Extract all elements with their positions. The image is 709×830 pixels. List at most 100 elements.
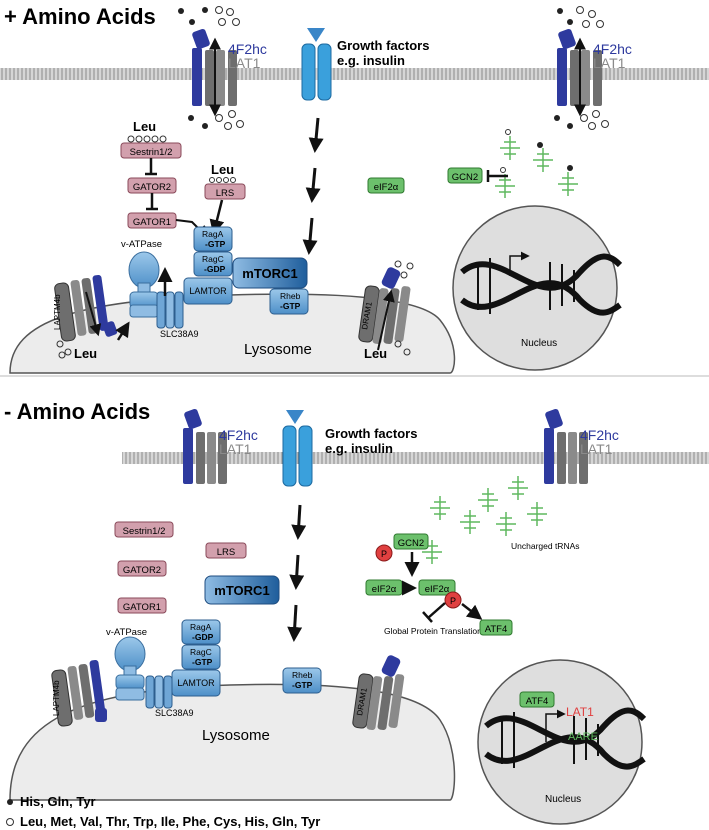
nucleus-label-top: Nucleus xyxy=(521,338,557,349)
mtorc1-box-bottom xyxy=(204,575,280,605)
atf4-box-bottom xyxy=(479,619,513,636)
light-chain-label-tr: LAT1 xyxy=(593,55,626,71)
leu-to-slc38a9-arrow xyxy=(115,321,130,341)
lamtor-box-top xyxy=(183,277,233,305)
atf4-label-nucleus: ATF4 xyxy=(526,696,549,707)
laptm4b-top xyxy=(54,274,118,342)
legend-open-dot xyxy=(6,818,14,826)
legend: His, Gln, Tyr Leu, Met, Val, Thr, Trp, I… xyxy=(6,794,320,829)
heavy-chain-label-tr: 4F2hc xyxy=(593,41,632,57)
heavy-chain-label-bl: 4F2hc xyxy=(219,427,258,443)
leu-dots-lrs xyxy=(209,177,236,183)
slc38a9-label-bottom: SLC38A9 xyxy=(155,708,194,718)
ragc-box-top xyxy=(193,251,233,277)
raga-state-bottom: -GDP xyxy=(192,632,214,642)
eif2a-label-bottom-right: eIF2α xyxy=(425,584,450,595)
lrs-box-bottom xyxy=(205,542,247,559)
gcn2-phospho-label: P xyxy=(381,549,387,559)
gator1-label-top: GATOR1 xyxy=(133,217,171,228)
atf4-box-nucleus xyxy=(519,691,555,708)
laptm4b-label-top: LAPTM4b xyxy=(53,294,62,330)
gator1-label-bottom: GATOR1 xyxy=(123,602,161,613)
light-chain-label-bl: LAT1 xyxy=(219,441,252,457)
gator2-label-top: GATOR2 xyxy=(133,182,171,193)
growth-factor-receptor-top xyxy=(301,28,332,101)
v-atpase-bottom xyxy=(114,636,146,701)
gator1-box-bottom xyxy=(117,597,167,614)
leu-dots-dram1 xyxy=(394,260,414,356)
raga-box-top xyxy=(193,226,233,252)
growth-factors-eg-label-bottom: e.g. insulin xyxy=(325,441,393,456)
v-atpase-label-top: v-ATPase xyxy=(121,239,162,250)
lrs-box-top xyxy=(204,183,246,200)
leu-label-sestrin: Leu xyxy=(133,119,156,134)
growth-signal-arrows-bottom xyxy=(287,504,307,642)
slc38a9-bottom xyxy=(145,675,173,709)
lrs-label-top: LRS xyxy=(216,188,234,199)
eif2a-box-top xyxy=(367,177,405,194)
nucleus-label-bottom: Nucleus xyxy=(545,794,581,805)
ragc-state-top: -GDP xyxy=(204,264,226,274)
growth-factor-receptor-bottom xyxy=(282,410,313,487)
slc38a9-label-top: SLC38A9 xyxy=(160,329,199,339)
growth-factors-label-bottom: Growth factors xyxy=(325,426,417,441)
uncharged-trnas-label: Uncharged tRNAs xyxy=(511,541,580,551)
growth-factors-label-top: Growth factors xyxy=(337,38,429,53)
aare-label: AARE xyxy=(568,731,598,743)
ragc-box-bottom xyxy=(181,644,221,670)
rheb-state-bottom: -GTP xyxy=(292,680,313,690)
panel-plus-amino-acids: + Amino Acids 4F2hc LAT1 xyxy=(0,4,709,374)
raga-state-top: -GTP xyxy=(205,239,226,249)
slc38a9-top xyxy=(156,267,184,329)
leu-label-left: Leu xyxy=(74,346,97,361)
uncharged-trna-icons xyxy=(422,476,547,564)
lat1-transporter-bottom-right xyxy=(544,408,588,484)
inhibit-global-translation xyxy=(427,602,446,619)
v-atpase-top xyxy=(128,251,160,318)
sestrin-label-top: Sestrin1/2 xyxy=(130,147,173,158)
heavy-chain-label-tl: 4F2hc xyxy=(228,41,267,57)
panel-title-plus: + Amino Acids xyxy=(4,4,156,29)
legend-filled-label: His, Gln, Tyr xyxy=(20,794,96,809)
charged-trna-icons-top xyxy=(495,129,578,198)
lysosome-label-bottom: Lysosome xyxy=(202,727,270,744)
v-atpase-label-bottom: v-ATPase xyxy=(106,627,147,638)
heavy-chain-label-br: 4F2hc xyxy=(580,427,619,443)
ragc-state-bottom: -GTP xyxy=(192,657,213,667)
eif2a-box-bottom-right xyxy=(418,579,456,596)
sestrin-box-bottom xyxy=(114,521,174,538)
leu-label-lrs: Leu xyxy=(211,162,234,177)
legend-open-label: Leu, Met, Val, Thr, Trp, Ile, Phe, Cys, … xyxy=(20,814,320,829)
rheb-box-top xyxy=(269,288,309,315)
lat1-transporter-bottom-left xyxy=(183,408,227,484)
raga-name-bottom: RagA xyxy=(190,622,212,632)
lat1-transporter-right xyxy=(557,28,602,117)
amino-acid-dots-top-right xyxy=(554,6,609,130)
gcn2-label-top: GCN2 xyxy=(452,172,478,183)
eif2a-to-atf4-arrow xyxy=(461,603,483,620)
gcn2-label-bottom: GCN2 xyxy=(398,538,424,549)
growth-factors-eg-label-top: e.g. insulin xyxy=(337,53,405,68)
plasma-membrane xyxy=(0,68,709,80)
gcn2-phospho-badge xyxy=(375,544,393,562)
gator2-label-bottom: GATOR2 xyxy=(123,565,161,576)
global-translation-label: Global Protein Translation xyxy=(384,626,482,636)
mtorc1-label-top: mTORC1 xyxy=(242,266,297,281)
lat1-gene-label: LAT1 xyxy=(566,705,594,719)
amino-acid-dots-top-left xyxy=(178,6,244,130)
dna-helix-top xyxy=(460,251,623,316)
mtorc1-label-bottom: mTORC1 xyxy=(214,583,269,598)
leu-dots-sestrin xyxy=(127,135,167,143)
ragc-name-top: RagC xyxy=(202,254,224,264)
eif2a-phospho-badge xyxy=(444,591,462,609)
rheb-name-bottom: Rheb xyxy=(292,670,313,680)
light-chain-label-tl: LAT1 xyxy=(228,55,261,71)
raga-box-bottom xyxy=(181,619,221,645)
rheb-box-bottom xyxy=(282,667,322,694)
laptm4b-label-bottom: LAPTM4b xyxy=(52,680,61,716)
lamtor-label-bottom: LAMTOR xyxy=(177,678,215,688)
growth-signal-arrows-top xyxy=(302,117,324,255)
rheb-name-top: Rheb xyxy=(280,291,301,301)
eif2a-label-bottom-left: eIF2α xyxy=(372,584,397,595)
